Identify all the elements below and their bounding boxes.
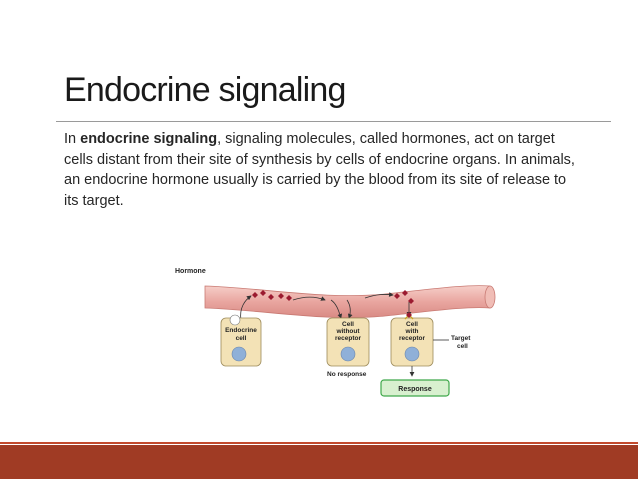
flow-arrow <box>330 299 343 319</box>
footer-band <box>0 442 638 479</box>
without-label-3: receptor <box>335 335 361 342</box>
hormone-label: Hormone <box>175 268 206 275</box>
hormone-molecule <box>260 290 266 296</box>
endocrine-label-2: cell <box>236 335 247 342</box>
body-prefix: In <box>64 131 81 147</box>
with-label-3: receptor <box>399 335 425 342</box>
hormone-molecule <box>402 290 408 296</box>
flow-arrow <box>364 292 394 299</box>
target-label-2: cell <box>457 343 468 350</box>
cell-without-receptor: Cell without receptor <box>326 317 370 367</box>
hormone-molecule <box>286 295 292 301</box>
hormone-molecule <box>408 298 414 304</box>
blood-vessel <box>204 285 491 319</box>
body-rest: , signaling molecules, called hormones, … <box>64 131 575 209</box>
with-label-2: with <box>405 328 419 335</box>
bound-hormone <box>406 312 412 318</box>
vessel-end <box>484 285 496 309</box>
without-label-1: Cell <box>342 321 354 328</box>
hormone-molecule <box>394 293 400 299</box>
target-label-1: Target <box>451 335 471 342</box>
hormone-molecules <box>252 290 414 304</box>
flow-arrows <box>240 292 412 321</box>
hormone-molecule <box>252 292 258 298</box>
flow-arrow <box>292 296 326 301</box>
cell-with-receptor: Cell with receptor <box>390 312 434 367</box>
hormone-molecule <box>268 294 274 300</box>
nucleus <box>404 346 420 362</box>
body-paragraph: In endocrine signaling, signaling molecu… <box>64 129 584 211</box>
title-divider <box>56 121 611 122</box>
response-box <box>380 379 450 397</box>
without-label-2: without <box>335 328 360 335</box>
with-label-1: Cell <box>406 321 418 328</box>
nucleus <box>340 346 356 362</box>
endocrine-signaling-diagram: Hormone Endocrine cell Cell without re <box>175 268 496 397</box>
slide-title: Endocrine signaling <box>64 71 346 109</box>
endocrine-cell: Endocrine cell <box>220 314 262 367</box>
body-bold-term: endocrine signaling <box>80 131 218 147</box>
secretory-vesicle <box>229 314 241 326</box>
hormone-molecule <box>278 293 284 299</box>
no-response-label: No response <box>327 371 367 378</box>
nucleus <box>231 346 247 362</box>
response-label: Response <box>398 386 432 393</box>
release-arrow <box>240 295 252 321</box>
endocrine-label-1: Endocrine <box>225 327 257 334</box>
flow-arrow <box>346 299 353 319</box>
